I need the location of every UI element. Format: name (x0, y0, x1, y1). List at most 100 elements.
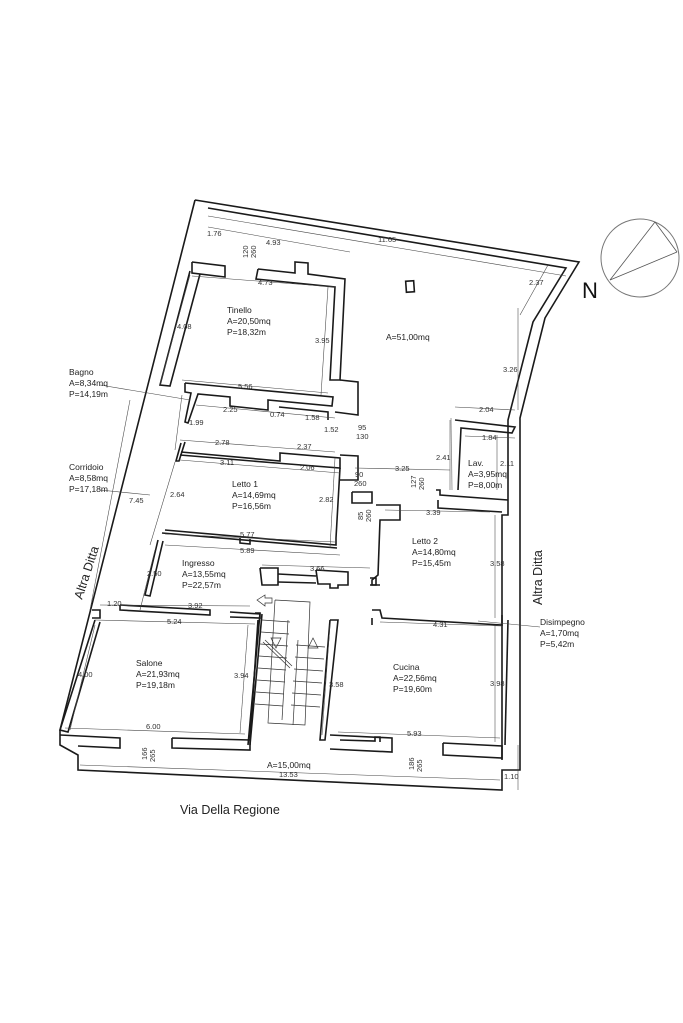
room-perimeter: P=16,56m (232, 501, 271, 511)
dimension-label: 2.64 (170, 490, 185, 499)
dimension-label: 2.82 (319, 495, 334, 504)
north-label: N (582, 278, 598, 303)
room-perimeter: P=5,42m (540, 639, 574, 649)
room-perimeter: P=14,19m (69, 389, 108, 399)
dimension-label: 2.37 (297, 442, 312, 451)
north-arrow-compass-icon (600, 218, 680, 298)
room-name: Bagno (69, 367, 94, 377)
dimension-label: 0.74 (270, 410, 285, 419)
room-name: Ingresso (182, 558, 215, 568)
room-tinello (158, 261, 359, 416)
dimension-label: 3.94 (234, 671, 249, 680)
dimension-label: 13.53 (279, 770, 298, 779)
dimension-label: 6.00 (146, 722, 161, 731)
dimension-label: 2.04 (479, 405, 494, 414)
room-label-salone: Salone A=21,93mq P=19,18m (136, 658, 180, 690)
dimension-label: 3.58 (490, 559, 505, 568)
room-area: A=8,58mq (69, 473, 108, 483)
dimension-label: 7.45 (129, 496, 144, 505)
dimension-label: 1.20 (107, 599, 122, 608)
room-name: Corridoio (69, 462, 104, 472)
room-name: Salone (136, 658, 163, 668)
room-name: Lav. (468, 458, 483, 468)
room-perimeter: P=8,00m (468, 480, 502, 490)
dimension-label: 4.31 (433, 620, 448, 629)
dimension-label: 2.11 (500, 459, 514, 468)
dimension-labels: 1.76 4.93 11.65 4.73 2.37 4.08 3.95 3.26… (78, 229, 544, 781)
opening-label: 90 (355, 470, 363, 479)
dimension-label: 3.92 (188, 601, 203, 610)
dimension-label: 2.25 (223, 405, 238, 414)
dimension-label: 3.11 (220, 458, 234, 467)
dimension-label: 4.73 (258, 278, 273, 287)
entrance-arrow-icon (256, 594, 273, 607)
dimension-label: 2.06 (300, 463, 315, 472)
room-bagno-walls (174, 382, 359, 481)
opening-label: 166 (140, 747, 149, 760)
dimension-label: 5.24 (167, 617, 182, 626)
room-ingresso-walls (92, 567, 377, 746)
room-perimeter: P=19,60m (393, 684, 432, 694)
street-label: Via Della Regione (180, 803, 280, 817)
outer-walls (59, 199, 581, 791)
room-salone-walls (58, 619, 259, 751)
opening-label: 120 (241, 245, 250, 258)
staircase (254, 599, 326, 726)
dimension-label: 1.10 (504, 772, 519, 781)
right-neighbor-label: Altra Ditta (531, 550, 545, 605)
room-label-cucina: Cucina A=22,56mq P=19,60m (393, 662, 437, 694)
dimension-label: 2.37 (529, 278, 544, 287)
dimension-label: 11.65 (378, 235, 396, 244)
dimension-lines (64, 215, 567, 790)
room-area: A=13,55mq (182, 569, 226, 579)
room-perimeter: P=18,32m (227, 327, 266, 337)
dimension-label: 4.93 (266, 238, 281, 247)
dimension-label: 5.56 (238, 382, 253, 391)
terrace-area: A=51,00mq (386, 332, 430, 342)
room-area: A=14,80mq (412, 547, 456, 557)
opening-label: 265 (415, 759, 424, 772)
room-name: Cucina (393, 662, 420, 672)
dimension-label: 2.50 (147, 569, 162, 578)
room-label-corridoio: Corridoio A=8,58mq P=17,18m (69, 462, 108, 494)
dimension-label: 3.58 (329, 680, 344, 689)
opening-label: 85 (356, 512, 365, 520)
dimension-label: 2.78 (215, 438, 230, 447)
opening-label: 265 (148, 749, 157, 762)
opening-label: 260 (417, 477, 426, 490)
opening-labels: 120 260 95 130 90 260 127 260 85 260 166… (140, 245, 426, 772)
room-perimeter: P=22,57m (182, 580, 221, 590)
opening-label: 127 (409, 475, 418, 488)
room-perimeter: P=15,45m (412, 558, 451, 568)
dimension-label: 3.95 (315, 336, 330, 345)
room-label-bagno: Bagno A=8,34mq P=14,19m (69, 367, 108, 399)
room-label-tinello: Tinello A=20,50mq P=18,32m (227, 305, 271, 337)
stair-arrow-down-icon (270, 637, 282, 649)
opening-label: 130 (356, 432, 369, 441)
room-letto2-walls (351, 491, 503, 626)
dimension-label: 3.25 (395, 464, 410, 473)
room-name: Letto 2 (412, 536, 438, 546)
room-label-letto1: Letto 1 A=14,69mq P=16,56m (232, 479, 276, 511)
stair-arrow-icon (307, 637, 319, 649)
room-label-letto2: Letto 2 A=14,80mq P=15,45m (412, 536, 456, 568)
dimension-label: 1.76 (207, 229, 222, 238)
dimension-label: 1.58 (305, 413, 320, 422)
opening-label: 186 (407, 757, 416, 770)
opening-label: 260 (249, 245, 258, 258)
room-area: A=14,69mq (232, 490, 276, 500)
dimension-label: 3.98 (490, 679, 505, 688)
dimension-label: 1.84 (482, 433, 497, 442)
opening-label: 260 (364, 509, 373, 522)
dimension-label: 1.99 (189, 418, 204, 427)
room-lav-walls (436, 417, 517, 501)
room-label-ingresso: Ingresso A=13,55mq P=22,57m (182, 558, 226, 590)
room-perimeter: P=17,18m (69, 484, 108, 494)
dimension-label: 4.00 (78, 670, 93, 679)
room-area: A=20,50mq (227, 316, 271, 326)
dimension-label: 5.77 (240, 530, 255, 539)
dimension-label: 3.66 (310, 564, 325, 573)
balcony-area: A=15,00mq (267, 760, 311, 770)
dimension-label: 3.39 (426, 508, 441, 517)
